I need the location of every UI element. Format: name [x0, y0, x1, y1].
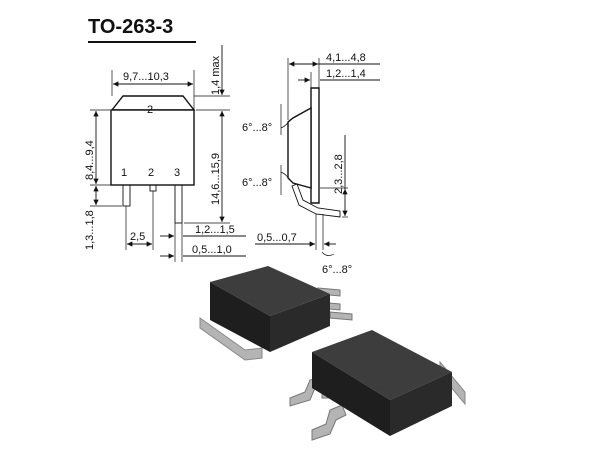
- angle-arc: [280, 119, 291, 129]
- side-lead: [291, 183, 341, 218]
- lead: [311, 404, 347, 441]
- package-side: [210, 282, 270, 352]
- package-3d-front: [289, 330, 466, 441]
- dim-lead-width: 1,2...1,5: [195, 224, 235, 236]
- metal-tab: [199, 317, 263, 361]
- dim-tab-height: 1,4 max: [210, 55, 222, 95]
- dim-lead-foot: 0,5...0,7: [257, 232, 297, 244]
- package-front: [390, 372, 452, 436]
- package-title: TO-263-3: [88, 16, 173, 38]
- dim-angle-bottom: 6°...8°: [322, 264, 352, 276]
- dim-tab-thickness: 1,2...1,4: [326, 68, 366, 80]
- dim-lead-length: 1,3...1,8: [84, 210, 96, 250]
- front-lead-2-stub: [149, 184, 157, 192]
- side-tab-plate: [310, 87, 320, 204]
- dim-angle-mid: 6°...8°: [242, 177, 272, 189]
- angle-arc: [280, 171, 291, 181]
- front-view: 2 1 2 3 9,7...10,3 1,4 max 14,6...15,9 8…: [84, 45, 246, 262]
- side-body: [287, 106, 312, 189]
- package-top: [210, 266, 330, 316]
- dim-pitch: 2,5: [130, 231, 145, 243]
- package-front: [270, 294, 330, 352]
- dim-total-height: 14,6...15,9: [210, 153, 222, 205]
- lead: [329, 311, 353, 321]
- dim-angle-top: 6°...8°: [242, 122, 272, 134]
- side-view: 4,1...4,8 1,2...1,4 6°...8° 6°...8° 2,3.…: [242, 52, 380, 276]
- front-lead-3: [174, 184, 183, 224]
- pin-label-3: 3: [174, 167, 180, 179]
- package-side: [312, 352, 390, 436]
- dim-body-height: 8,4...9,4: [84, 140, 96, 180]
- tab-number-label: 2: [147, 104, 153, 116]
- pin-label-2: 2: [148, 167, 154, 179]
- package-3d-back: [199, 266, 353, 361]
- front-body: [110, 109, 195, 186]
- dim-lead-thickness: 0,5...1,0: [192, 244, 232, 256]
- package-top: [312, 330, 452, 400]
- angle-arc: [321, 251, 335, 256]
- dim-width: 9,7...10,3: [123, 71, 169, 83]
- front-lead-1: [122, 184, 131, 207]
- dim-standoff: 2,3...2,8: [333, 154, 345, 194]
- pin-label-1: 1: [121, 167, 127, 179]
- dim-thickness: 4,1...4,8: [326, 52, 366, 64]
